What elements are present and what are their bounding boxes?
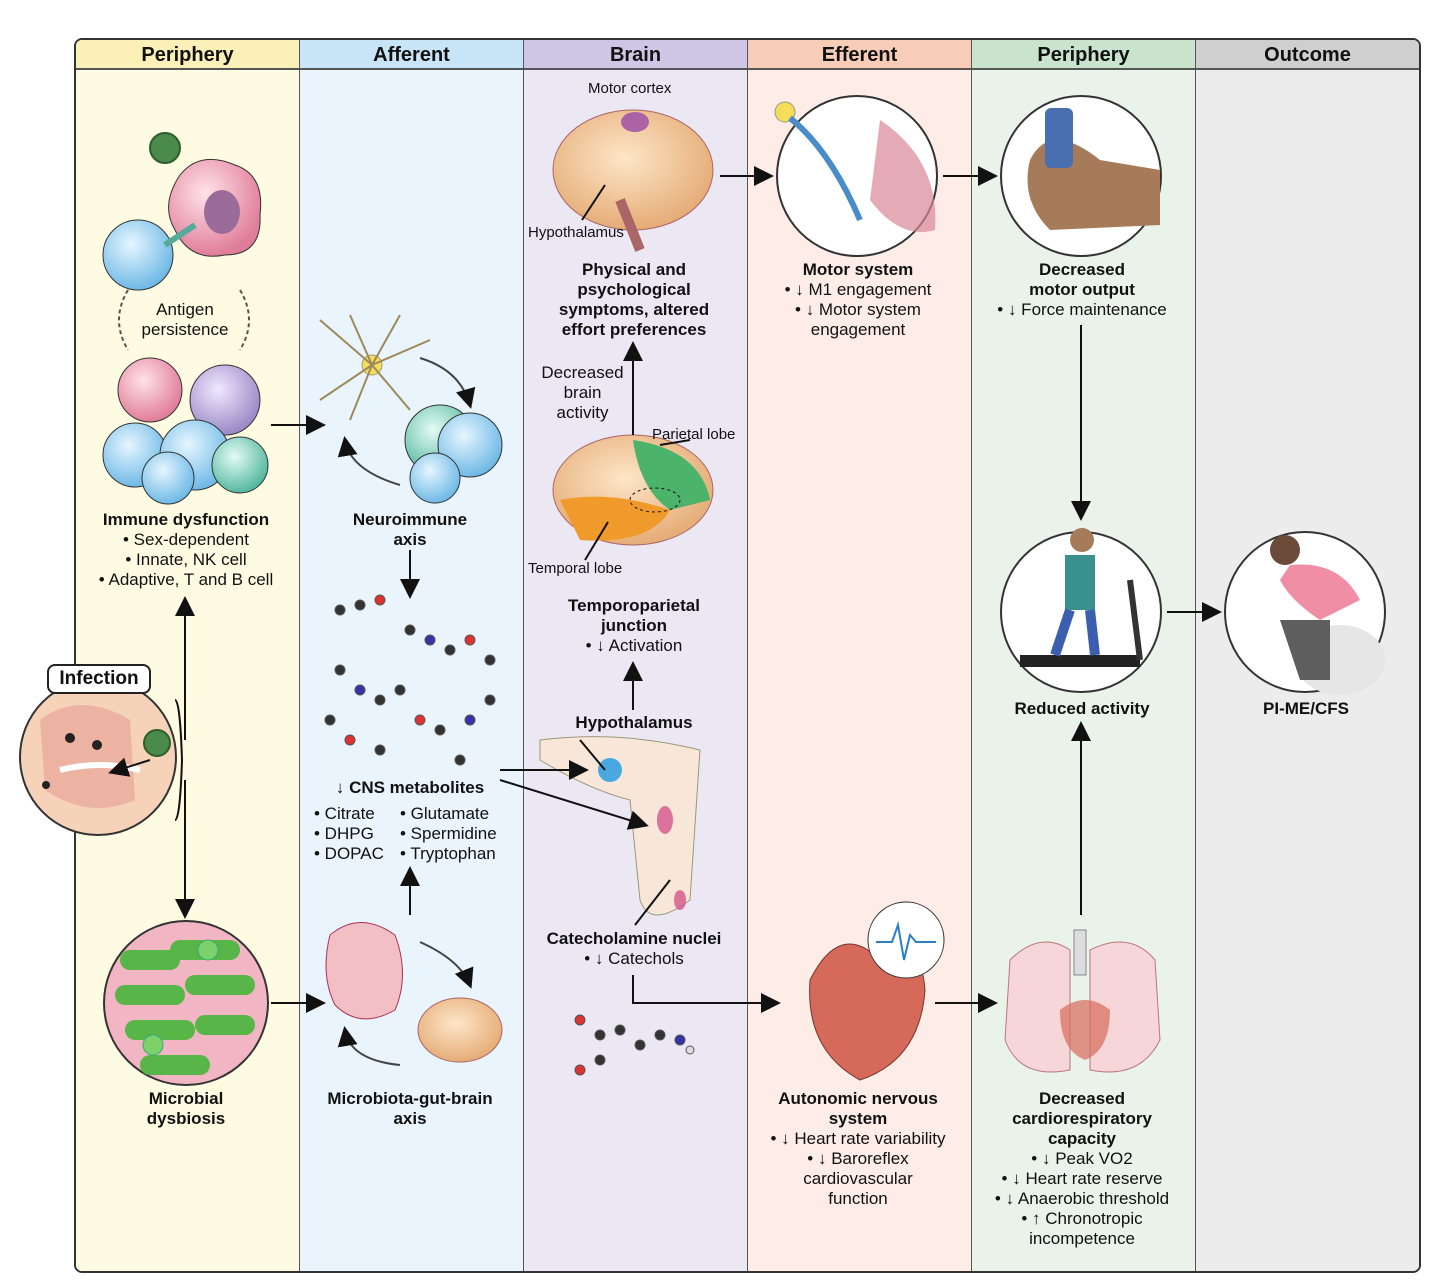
neuroimmune-illustration bbox=[319, 314, 503, 504]
column-header: Periphery bbox=[972, 40, 1195, 70]
column-brain: Brain bbox=[524, 40, 748, 1271]
immune-dysfunction-label: Immune dysfunction • Sex-dependent• Inna… bbox=[76, 510, 296, 590]
immune-title: Immune dysfunction bbox=[102, 510, 270, 529]
column-header: Outcome bbox=[1196, 40, 1419, 70]
parietal-lobe-label: Parietal lobe bbox=[652, 426, 736, 443]
virus-icon bbox=[143, 132, 181, 757]
infected-head-illustration bbox=[19, 678, 177, 836]
parietal-temporal-brain bbox=[552, 434, 714, 546]
heartbeat-icon bbox=[876, 921, 936, 961]
cns-metabolites-left: • Citrate• DHPG• DOPAC bbox=[314, 804, 384, 863]
heart-illustration bbox=[809, 901, 945, 1081]
antigen-presenting-cells bbox=[102, 158, 262, 291]
motor-neuron-illustration bbox=[774, 95, 938, 257]
motor-system-label: Motor system • ↓ M1 engagement• ↓ Motor … bbox=[784, 260, 932, 339]
catecholamine-label: Catecholamine nuclei • ↓ Catechols bbox=[546, 929, 722, 968]
motor-cortex-brain bbox=[552, 109, 714, 252]
treadmill-illustration bbox=[1000, 528, 1162, 693]
hypothalamus-brainstem bbox=[539, 736, 701, 916]
diagram-frame: Periphery Afferent Brain Efferent Periph… bbox=[74, 38, 1421, 1273]
hypothalamus-small-label: Hypothalamus bbox=[528, 224, 624, 241]
hypothalamus-label: Hypothalamus bbox=[575, 713, 693, 732]
arrows bbox=[108, 166, 1222, 1013]
column-header: Brain bbox=[524, 40, 747, 70]
temporal-lobe-label: Temporal lobe bbox=[528, 560, 623, 577]
motor-cortex-label: Motor cortex bbox=[588, 80, 672, 97]
immune-cell-cluster bbox=[102, 357, 269, 505]
column-header: Efferent bbox=[748, 40, 971, 70]
gut-brain-illustration bbox=[325, 922, 503, 1066]
outcome-label: PI-ME/CFS bbox=[1263, 699, 1349, 718]
infection-label: Infection bbox=[47, 664, 151, 694]
cns-metabolites-label: ↓ CNS metabolites bbox=[335, 778, 485, 797]
catecholamine-molecule bbox=[574, 1014, 695, 1076]
column-header: Periphery bbox=[76, 40, 299, 70]
column-header: Afferent bbox=[300, 40, 523, 70]
reduced-activity-label: Reduced activity bbox=[1014, 699, 1150, 718]
fatigued-person-illustration bbox=[1224, 531, 1386, 695]
grip-hand-illustration bbox=[1000, 95, 1162, 257]
microbial-dysbiosis-illustration bbox=[103, 920, 269, 1086]
cns-metabolites-molecules bbox=[324, 594, 496, 766]
lungs-illustration bbox=[1004, 929, 1161, 1073]
cns-metabolites-right: • Glutamate• Spermidine• Tryptophan bbox=[400, 804, 497, 863]
immune-items: • Sex-dependent• Innate, NK cell• Adapti… bbox=[98, 530, 274, 589]
column-afferent: Afferent bbox=[300, 40, 524, 1271]
